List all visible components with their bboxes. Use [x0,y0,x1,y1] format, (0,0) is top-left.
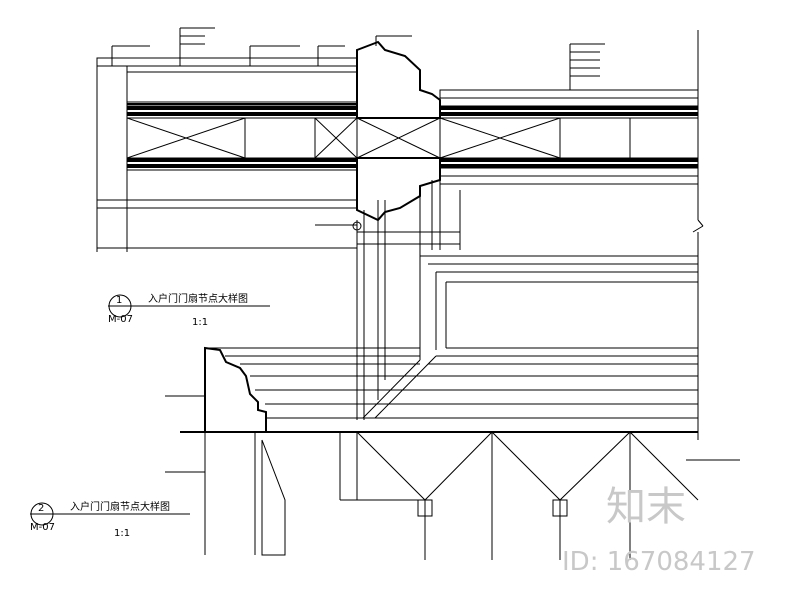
watermark: 知末 ID: 167084127 [562,484,756,577]
detail-2-number: 2 [38,503,44,514]
detail-1-scale: 1:1 [192,317,208,328]
detail-title-2: 2 M-07 入户门门扇节点大样图 1:1 [30,500,190,539]
detail-1-section [96,27,704,440]
watermark-logo: 知末 [606,484,686,530]
detail-2-elevation [165,255,740,560]
detail-1-ref: M-07 [108,314,133,325]
detail-2-scale: 1:1 [114,528,130,539]
watermark-id: ID: 167084127 [562,547,756,577]
detail-1-number: 1 [116,295,122,306]
detail-1-title: 入户门门扇节点大样图 [148,292,248,305]
detail-title-1: 1 M-07 入户门门扇节点大样图 1:1 [108,292,270,328]
detail-2-ref: M-07 [30,522,55,533]
detail-2-title: 入户门门扇节点大样图 [70,500,170,513]
